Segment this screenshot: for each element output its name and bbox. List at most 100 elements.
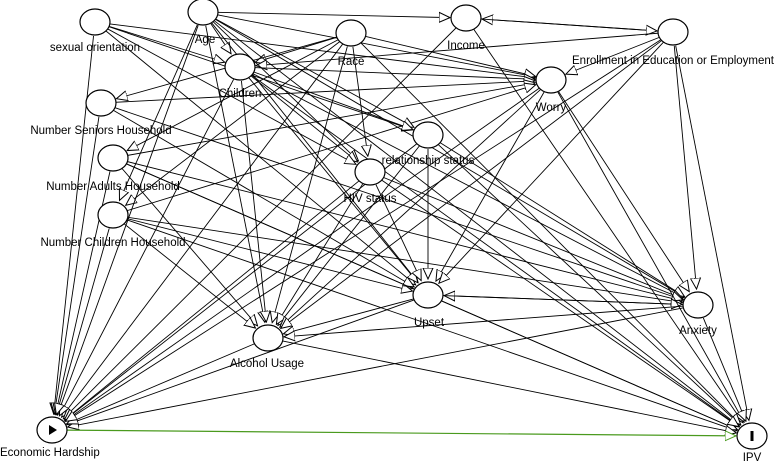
- node-race[interactable]: [335, 19, 367, 47]
- edge-sexual_orientation-to-children: [108, 25, 224, 62]
- node-alcohol-ellipse[interactable]: [252, 324, 284, 352]
- edge-enrollment-to-upset: [439, 41, 664, 283]
- edge-race-to-nchildren: [126, 41, 341, 206]
- edge-enrollment-to-children: [256, 32, 660, 66]
- edge-hiv-to-ipv: [381, 179, 739, 427]
- node-enrollment-ellipse[interactable]: [657, 18, 689, 46]
- node-label-race: Race: [338, 56, 365, 68]
- node-adults[interactable]: [97, 144, 129, 172]
- edge-income-to-hardship: [63, 27, 457, 419]
- edge-hiv-to-alcohol: [276, 183, 364, 324]
- node-hiv[interactable]: [354, 158, 386, 186]
- node-nchildren[interactable]: [97, 201, 129, 229]
- node-anxiety-ellipse[interactable]: [682, 291, 714, 319]
- edge-sexual_orientation-to-hiv: [107, 28, 356, 165]
- node-race-ellipse[interactable]: [335, 19, 367, 47]
- node-adults-ellipse[interactable]: [97, 144, 129, 172]
- node-income[interactable]: [450, 4, 482, 32]
- node-worry[interactable]: [535, 66, 567, 94]
- edge-relationship-to-hardship: [65, 143, 418, 420]
- edge-children-to-alcohol: [240, 80, 266, 322]
- edge-children-to-anxiety: [252, 73, 683, 297]
- node-sexual_orientation-ellipse[interactable]: [79, 8, 111, 36]
- edge-seniors-to-upset: [112, 109, 414, 287]
- node-seniors-ellipse[interactable]: [85, 89, 117, 117]
- edge-nchildren-to-hardship: [56, 228, 110, 414]
- edge-enrollment-to-hardship: [65, 39, 662, 422]
- edge-upset-to-ipv: [440, 300, 737, 430]
- node-label-ipv: IPV: [743, 452, 762, 464]
- edge-nchildren-to-ipv: [126, 219, 737, 431]
- node-relationship[interactable]: [412, 121, 444, 149]
- edge-seniors-to-hardship: [54, 116, 100, 414]
- edge-upset-to-anxiety: [441, 295, 682, 305]
- node-age[interactable]: [187, 0, 219, 26]
- edge-age-to-ipv: [213, 20, 739, 427]
- edge-alcohol-to-ipv: [281, 340, 737, 433]
- node-children-ellipse[interactable]: [224, 53, 256, 81]
- edge-nchildren-to-worry: [126, 85, 535, 212]
- edge-sexual_orientation-to-hardship: [54, 35, 94, 414]
- node-seniors[interactable]: [85, 89, 117, 117]
- node-ipv[interactable]: [736, 422, 768, 450]
- edge-upset-to-alcohol: [283, 298, 415, 334]
- edge-anxiety-to-ipv: [702, 317, 746, 421]
- node-label-seniors: Number Seniors Household: [30, 125, 171, 137]
- edge-age-to-children: [210, 23, 231, 54]
- label-layer: sexual orientationAgeRaceIncomeEnrollmen…: [0, 34, 775, 464]
- edge-hardship-to-ipv: [65, 429, 736, 436]
- node-worry-ellipse[interactable]: [535, 66, 567, 94]
- node-label-hardship: Economic Hardship: [0, 447, 100, 459]
- node-label-income: Income: [447, 40, 485, 52]
- node-relationship-ellipse[interactable]: [412, 121, 444, 149]
- node-age-ellipse[interactable]: [187, 0, 219, 26]
- edge-worry-to-hardship: [65, 87, 540, 421]
- play-icon: [49, 425, 57, 435]
- edge-worry-to-anxiety: [558, 91, 690, 292]
- edge-children-to-upset: [248, 77, 418, 283]
- node-label-enrollment: Enrollment in Education or Employment: [572, 55, 775, 67]
- edge-seniors-to-anxiety: [114, 107, 683, 299]
- node-label-children: Children: [219, 88, 262, 100]
- node-enrollment[interactable]: [657, 18, 689, 46]
- edge-race-to-worry: [364, 35, 536, 76]
- edge-relationship-to-alcohol: [278, 145, 420, 325]
- edge-seniors-to-worry: [114, 81, 535, 103]
- node-upset[interactable]: [412, 281, 444, 309]
- edge-hiv-to-hardship: [64, 180, 360, 420]
- node-label-age: Age: [195, 34, 215, 46]
- edge-children-to-worry: [253, 67, 535, 80]
- edge-enrollment-to-anxiety: [673, 45, 696, 289]
- node-income-ellipse[interactable]: [450, 4, 482, 32]
- edge-age-to-income: [216, 12, 450, 17]
- node-sexual_orientation[interactable]: [79, 8, 111, 36]
- edge-worry-to-upset: [436, 91, 545, 281]
- edge-sexual_orientation-to-worry: [108, 23, 535, 78]
- node-children[interactable]: [224, 53, 256, 81]
- node-label-hiv: HIV status: [343, 193, 396, 205]
- edge-enrollment-to-alcohol: [281, 40, 663, 328]
- edge-relationship-to-ipv: [437, 144, 740, 426]
- edge-age-to-worry: [216, 14, 536, 77]
- node-label-anxiety: Anxiety: [679, 325, 717, 337]
- node-hardship[interactable]: [36, 416, 68, 444]
- bar-icon: [750, 431, 754, 441]
- node-anxiety[interactable]: [682, 291, 714, 319]
- edge-age-to-nchildren: [119, 24, 198, 201]
- edge-race-to-hardship: [62, 43, 343, 417]
- node-alcohol[interactable]: [252, 324, 284, 352]
- node-nchildren-ellipse[interactable]: [97, 201, 129, 229]
- edge-hiv-to-anxiety: [382, 176, 683, 299]
- node-hiv-ellipse[interactable]: [354, 158, 386, 186]
- edge-income-to-ipv: [473, 29, 743, 423]
- node-label-worry: Worry: [536, 102, 567, 114]
- edge-age-to-relationship: [215, 18, 414, 128]
- edge-enrollment-to-worry: [566, 36, 661, 74]
- edge-income-to-enrollment: [479, 18, 657, 31]
- edge-race-to-alcohol: [272, 46, 348, 323]
- node-upset-ellipse[interactable]: [412, 281, 444, 309]
- edge-adults-to-worry: [126, 83, 535, 156]
- edge-age-to-anxiety: [214, 18, 684, 297]
- edge-nchildren-to-upset: [126, 218, 413, 291]
- node-label-relationship: relationship status: [382, 155, 475, 167]
